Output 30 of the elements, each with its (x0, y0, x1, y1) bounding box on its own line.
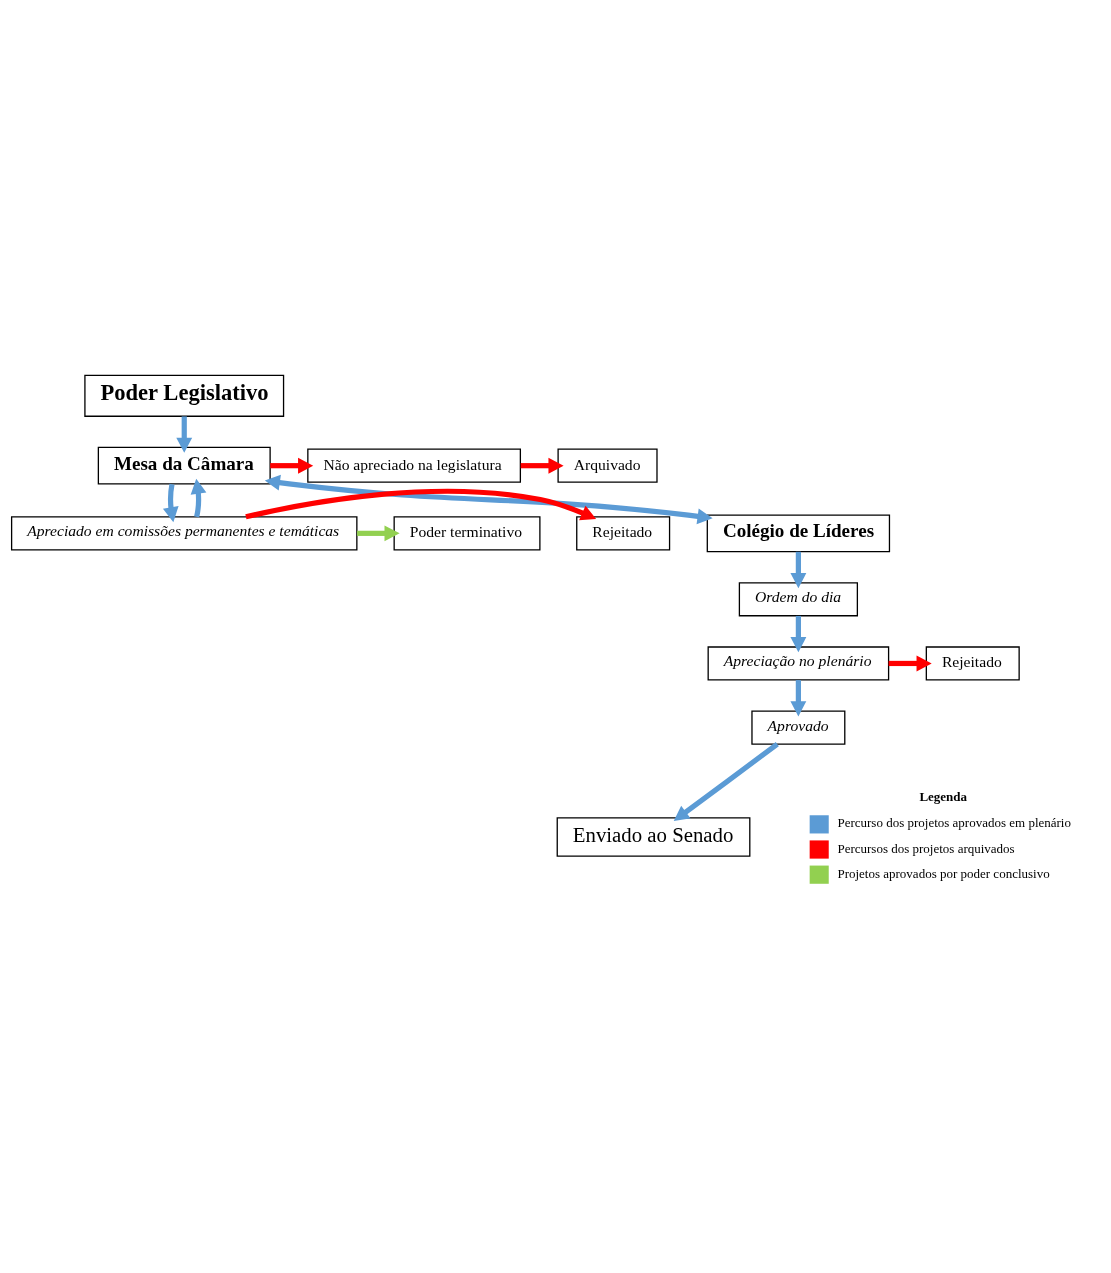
arrow (162, 483, 179, 522)
node-box: Poder terminativo (393, 515, 541, 550)
node-box: Apreciação no plenário (707, 645, 890, 681)
node-box: Mesa da Câmara (97, 446, 271, 485)
node-box: Enviado ao Senado (556, 816, 751, 857)
node-box: Ordem do dia (738, 581, 858, 616)
arrow (357, 524, 400, 541)
legend-label: Percursos dos projetos arquivados (837, 840, 1015, 856)
arrow (790, 551, 807, 588)
arrow (673, 741, 779, 821)
node-box: Rejeitado (576, 515, 671, 550)
arrow (264, 474, 713, 524)
legend-label: Projetos aprovados por poder conclusivo (837, 865, 1050, 881)
arrow (790, 679, 807, 716)
arrow (790, 615, 807, 652)
arrow (520, 457, 564, 474)
arrow (888, 655, 932, 671)
label: Legenda (919, 788, 968, 804)
arrow (176, 415, 193, 453)
legend-label: Percurso dos projetos aprovados em plenário (837, 814, 1072, 830)
arrow (245, 488, 597, 520)
arrow (190, 478, 207, 517)
node-box: Não apreciado na legislatura (307, 448, 521, 483)
node-box: Apreciado em comissões permanentes e temáticas (10, 515, 358, 550)
node-box: Colégio de Líderes (706, 514, 891, 552)
node-box: Rejeitado (925, 645, 1020, 681)
node-box: Aprovado (751, 710, 846, 745)
node-box: Poder Legislativo (84, 374, 285, 417)
arrow (270, 457, 314, 474)
node-box: Arquivado (557, 448, 658, 483)
